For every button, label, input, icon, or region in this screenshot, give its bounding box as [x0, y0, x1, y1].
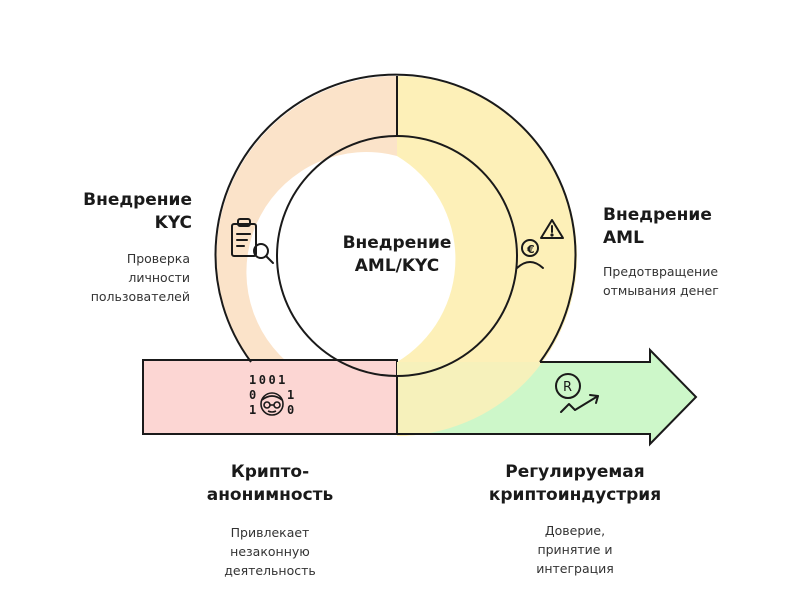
diagram-outlines — [143, 73, 698, 447]
kyc-title-line2: KYC — [154, 213, 192, 233]
aml-ring-segment — [397, 76, 577, 436]
binary-masked-person-icon: 1001 0 1 1 0 — [249, 373, 294, 417]
binary-row-2-left: 0 — [249, 388, 256, 402]
anon-title-line1: Крипто- — [230, 462, 310, 482]
aml-desc-line1: Предотвращение — [603, 264, 719, 279]
anonymity-bar — [142, 359, 398, 435]
binary-row-2-right: 1 — [287, 388, 294, 402]
center-title: Внедрение AML/KYC — [317, 232, 477, 278]
aml-title: Внедрение AML — [603, 204, 773, 250]
kyc-ring-segment — [216, 75, 397, 363]
clipboard-search-icon — [231, 218, 274, 264]
center-title-line1: Внедрение — [342, 233, 452, 253]
regulated-title-line2: криптоиндустрия — [488, 485, 662, 505]
euro-symbol: € — [526, 243, 535, 256]
center-title-line2: AML/KYC — [354, 256, 440, 276]
regulated-desc-line3: интеграция — [536, 561, 614, 576]
regulated-title: Регулируемая криптоиндустрия — [465, 461, 685, 507]
anon-desc-line1: Привлекает — [230, 525, 310, 540]
aml-desc-line2: отмывания денег — [603, 283, 719, 298]
aml-title-line1: Внедрение — [603, 205, 712, 225]
euro-person-warning-icon — [516, 219, 564, 269]
registered-letter: R — [563, 380, 572, 395]
aml-description: Предотвращение отмывания денег — [603, 262, 783, 300]
regulated-description: Доверие, принятие и интеграция — [495, 521, 655, 578]
regulated-desc-line1: Доверие, — [544, 523, 606, 538]
kyc-title-line1: Внедрение — [83, 190, 192, 210]
regulated-title-line1: Регулируемая — [505, 462, 645, 482]
binary-row-1: 1001 — [249, 373, 288, 387]
anon-title: Крипто- анонимность — [175, 461, 365, 507]
kyc-desc-line1: Проверка — [126, 251, 190, 266]
anon-desc-line3: деятельность — [224, 563, 316, 578]
anon-desc-line2: незаконную — [230, 544, 310, 559]
regulated-desc-line2: принятие и — [537, 542, 613, 557]
binary-row-3-right: 0 — [287, 403, 294, 417]
binary-row-3-left: 1 — [249, 403, 256, 417]
aml-ring-overlap — [397, 256, 577, 436]
kyc-description: Проверка личности пользователей — [40, 249, 190, 306]
kyc-title: Внедрение KYC — [40, 189, 192, 235]
registered-trend-icon — [555, 373, 599, 413]
anon-title-line2: анонимность — [206, 485, 334, 505]
kyc-desc-line3: пользователей — [90, 289, 190, 304]
anon-description: Привлекает незаконную деятельность — [190, 523, 350, 580]
aml-title-line2: AML — [603, 228, 644, 248]
kyc-desc-line2: личности — [128, 270, 190, 285]
